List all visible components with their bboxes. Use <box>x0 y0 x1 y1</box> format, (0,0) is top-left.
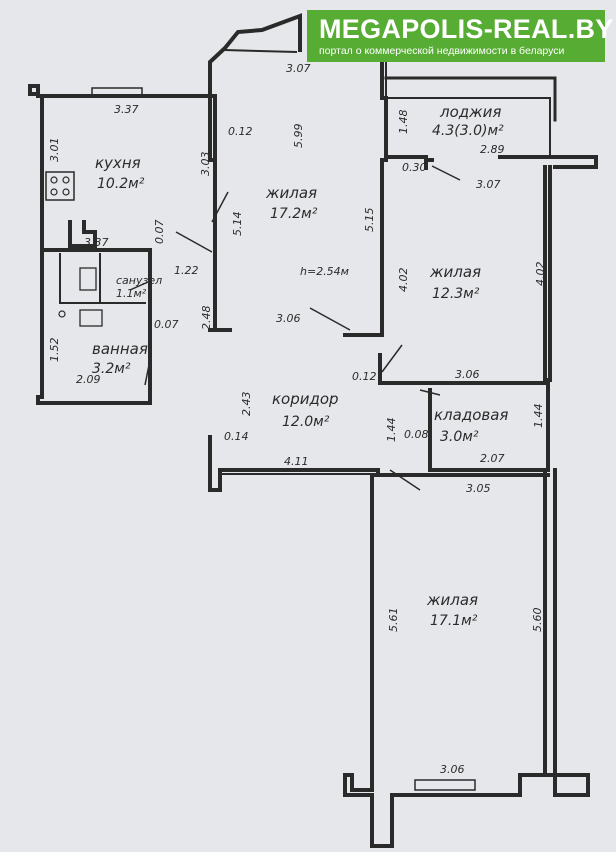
bedroom1-name: жилая <box>265 184 317 202</box>
dim-label: 2.48 <box>200 306 213 331</box>
loggia-name: лоджия <box>439 103 501 121</box>
dim-label: 0.14 <box>224 430 249 443</box>
dim-label: 0.07 <box>153 220 166 245</box>
brand-name: MEGAPOLIS-REAL.BY <box>319 14 614 44</box>
dim-label: 1.44 <box>532 404 545 429</box>
dim-label: 2.89 <box>480 143 505 156</box>
brand-tagline: портал о коммерческой недвижимости в бел… <box>319 45 565 57</box>
storage-name: кладовая <box>434 406 508 424</box>
dim-label: 1.44 <box>385 418 398 443</box>
door-swings <box>129 165 461 491</box>
dim-label: 4.11 <box>284 455 309 468</box>
dim-label: 3.07 <box>286 62 311 75</box>
bedroom2-name: жилая <box>429 263 481 281</box>
corridor-name: коридор <box>272 390 339 408</box>
bathroom-area: 3.2м² <box>92 361 131 377</box>
dim-label: 2.09 <box>76 373 101 386</box>
dim-label: 5.14 <box>231 212 244 237</box>
corridor-area: 12.0м² <box>282 414 330 430</box>
dim-label: 1.48 <box>397 110 410 135</box>
dim-label: 3.37 <box>84 236 109 249</box>
dim-label: 4.02 <box>534 262 547 287</box>
bedroom2-area: 12.3м² <box>432 286 480 302</box>
dim-label: 3.01 <box>48 138 61 163</box>
kitchen-name: кухня <box>95 154 141 172</box>
dim-label: 1.52 <box>48 338 61 363</box>
dim-label: 5.60 <box>531 608 544 633</box>
toilet-name: санузел <box>116 274 162 287</box>
bedroom3-name: жилая <box>426 591 478 609</box>
dim-label: 3.37 <box>114 103 139 116</box>
dim-label: 3.06 <box>455 368 480 381</box>
kitchen-area: 10.2м² <box>97 176 145 192</box>
dim-label: 0.30 <box>402 161 427 174</box>
dim-label: 0.12 <box>352 370 377 383</box>
bedroom3-area: 17.1м² <box>430 613 478 629</box>
dim-label: 4.02 <box>397 268 410 293</box>
bathroom-name: ванная <box>92 340 148 358</box>
loggia-area: 4.3(3.0)м² <box>432 123 504 139</box>
dim-label: 0.08 <box>404 428 429 441</box>
dim-label: 0.07 <box>154 318 179 331</box>
dim-label: 5.99 <box>292 124 305 149</box>
bedroom1-area: 17.2м² <box>270 206 318 222</box>
dim-label: 2.07 <box>480 452 505 465</box>
dim-label: 1.22 <box>174 264 199 277</box>
dim-label: 3.05 <box>466 482 491 495</box>
dim-label: 3.06 <box>276 312 301 325</box>
dim-label: 3.03 <box>199 152 212 177</box>
dim-label: 0.12 <box>228 125 253 138</box>
site-banner[interactable]: MEGAPOLIS-REAL.BY портал о коммерческой … <box>307 10 614 62</box>
dim-label: 3.07 <box>476 178 501 191</box>
dim-label: 2.43 <box>240 392 253 417</box>
dim-label: 5.15 <box>363 208 376 233</box>
dimension-labels: 3.07 3.37 3.01 0.12 5.99 3.03 1.48 2.89 … <box>48 62 547 776</box>
room-labels: кухня 10.2м² жилая 17.2м² лоджия 4.3(3.0… <box>92 103 508 629</box>
dim-label: 3.06 <box>440 763 465 776</box>
toilet-area: 1.1м² <box>116 287 147 300</box>
dim-label: 5.61 <box>387 608 400 633</box>
ceiling-height: h=2.54м <box>300 265 349 278</box>
storage-area: 3.0м² <box>440 429 479 445</box>
walls <box>28 13 598 848</box>
